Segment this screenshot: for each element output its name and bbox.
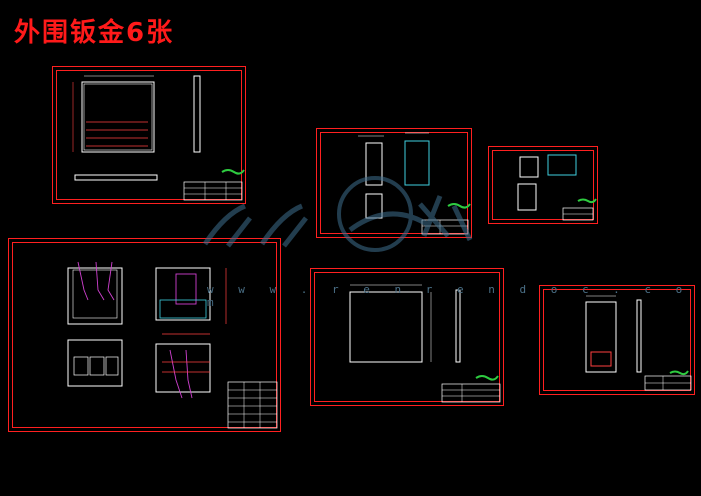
drawing-sheet-1[interactable] [52,66,246,204]
drawing-sheet-5[interactable] [310,268,504,406]
drawing-sheet-3[interactable] [488,146,598,224]
drawing-sheet-2[interactable] [316,128,472,238]
watermark-url: w w w . r e n r e n d o c . c o m [207,283,692,309]
page-title: 外围钣金6张 [14,18,175,48]
drawing-sheet-4[interactable] [8,238,281,432]
drawing-sheet-6[interactable] [539,285,695,395]
